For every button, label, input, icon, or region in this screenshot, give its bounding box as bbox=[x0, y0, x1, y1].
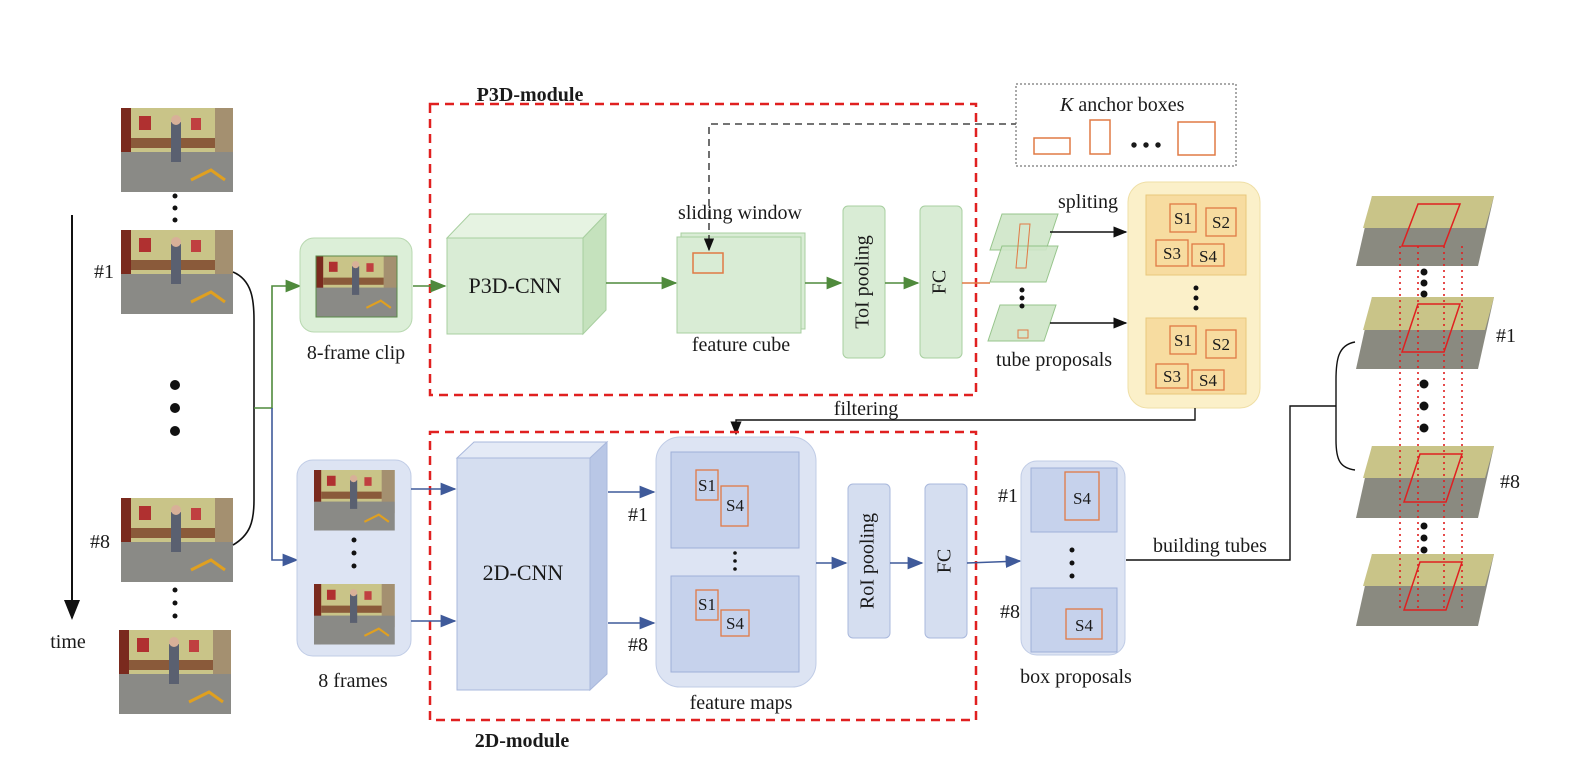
map-subregion-s1: S1 bbox=[698, 595, 716, 614]
fc-bottom-block: FC bbox=[924, 483, 968, 639]
spliting-label: spliting bbox=[1058, 191, 1118, 213]
box-last-label: #8 bbox=[1000, 601, 1020, 623]
building-tubes-label: building tubes bbox=[1153, 535, 1267, 557]
sliding-window-label: sliding window bbox=[678, 202, 802, 224]
frame-last-label: #8 bbox=[90, 531, 110, 553]
roi-pooling-label: RoI pooling bbox=[857, 513, 879, 609]
anchor-dots: • • • bbox=[1130, 135, 1161, 157]
tube-frame bbox=[1356, 297, 1494, 369]
p3d-module-box bbox=[428, 102, 978, 397]
tube-last-label: #8 bbox=[1500, 471, 1520, 493]
toi-pooling-block: ToI pooling bbox=[842, 205, 886, 359]
box-subregion-s4: S4 bbox=[1075, 616, 1093, 635]
branch-arrow-p3d bbox=[254, 279, 302, 409]
eight-frames-group: 8 frames bbox=[296, 459, 412, 692]
subregion-s1: S1 bbox=[1174, 209, 1192, 228]
subregion-s1: S1 bbox=[1174, 331, 1192, 350]
svg-text:K anchor boxes: K anchor boxes bbox=[1059, 94, 1185, 116]
subregion-s3: S3 bbox=[1163, 244, 1181, 263]
feature-maps: S1 S4 S1 S4 feature maps bbox=[655, 436, 817, 714]
tube-proposals: tube proposals bbox=[987, 213, 1112, 371]
tube-frame bbox=[1356, 554, 1494, 626]
cnn2d-label: 2D-CNN bbox=[483, 560, 564, 585]
subregion-s2: S2 bbox=[1212, 213, 1230, 232]
eight-frame-clip: 8-frame clip bbox=[299, 237, 413, 364]
subregion-s2: S2 bbox=[1212, 335, 1230, 354]
fc-top-block: FC bbox=[919, 205, 963, 359]
tube-bracket bbox=[1335, 341, 1356, 471]
p3d-cnn-block: P3D-CNN bbox=[445, 212, 608, 336]
filtering-label: filtering bbox=[834, 398, 898, 420]
frame-first-label: #1 bbox=[94, 261, 114, 283]
box-proposals-label: box proposals bbox=[1020, 666, 1132, 688]
frame-bracket bbox=[232, 271, 255, 546]
cnn2d-block: 2D-CNN bbox=[455, 440, 609, 692]
sliding-window-box bbox=[692, 252, 724, 274]
clip-label: 8-frame clip bbox=[307, 342, 405, 364]
subregion-s4: S4 bbox=[1199, 371, 1217, 390]
map-subregion-s4: S4 bbox=[726, 614, 744, 633]
anchor-box-square bbox=[1177, 121, 1216, 156]
video-frame bbox=[119, 496, 235, 584]
frames-label: 8 frames bbox=[318, 670, 388, 692]
twod-module-title: 2D-module bbox=[475, 730, 570, 752]
time-label: time bbox=[50, 631, 86, 653]
map-last-label: #8 bbox=[628, 634, 648, 656]
fc-top-label: FC bbox=[929, 270, 951, 294]
split-subregions-panel: S1 S2 S3 S4 S1 S2 S3 S4 bbox=[1127, 181, 1261, 409]
anchor-k: K bbox=[1059, 94, 1075, 116]
fc-bottom-label: FC bbox=[934, 549, 956, 573]
box-proposals: S4 S4 #1 #8 box proposals bbox=[998, 460, 1132, 688]
tube-frame bbox=[1356, 446, 1494, 518]
p3d-module-title: P3D-module bbox=[477, 84, 584, 106]
anchor-boxes-panel: K anchor boxes • • • bbox=[1015, 83, 1237, 167]
branch-arrow-2d bbox=[271, 408, 299, 567]
video-frame bbox=[119, 228, 235, 316]
feature-cube: sliding window feature cube bbox=[676, 202, 806, 356]
anchor-box-wide bbox=[1033, 137, 1071, 155]
building-tubes-line bbox=[1126, 405, 1336, 561]
tube-proposals-label: tube proposals bbox=[996, 349, 1112, 371]
output-tubes: #1 #8 bbox=[1356, 196, 1520, 626]
p3d-cnn-label: P3D-CNN bbox=[469, 273, 562, 298]
subregion-s4: S4 bbox=[1199, 247, 1217, 266]
map-subregion-s4: S4 bbox=[726, 496, 744, 515]
toi-pooling-label: ToI pooling bbox=[852, 235, 874, 329]
input-frames-column: time #1 #8 bbox=[50, 106, 255, 716]
tube-first-label: #1 bbox=[1496, 325, 1516, 347]
subregion-s3: S3 bbox=[1163, 367, 1181, 386]
roi-pooling-block: RoI pooling bbox=[847, 483, 891, 639]
anchor-text: anchor boxes bbox=[1073, 94, 1184, 116]
twod-module-box bbox=[428, 430, 978, 722]
video-frame bbox=[119, 106, 235, 194]
box-first-label: #1 bbox=[998, 485, 1018, 507]
tube-frame bbox=[1356, 196, 1494, 266]
map-subregion-s1: S1 bbox=[698, 476, 716, 495]
video-frame bbox=[117, 628, 233, 716]
anchor-box-tall bbox=[1089, 119, 1111, 155]
box-subregion-s4: S4 bbox=[1073, 489, 1091, 508]
map-first-label: #1 bbox=[628, 504, 648, 526]
filtering-arrow bbox=[730, 408, 1196, 436]
feature-maps-label: feature maps bbox=[690, 692, 793, 714]
feature-cube-label: feature cube bbox=[692, 334, 790, 356]
anchor-dashed-arrow bbox=[703, 123, 1018, 252]
